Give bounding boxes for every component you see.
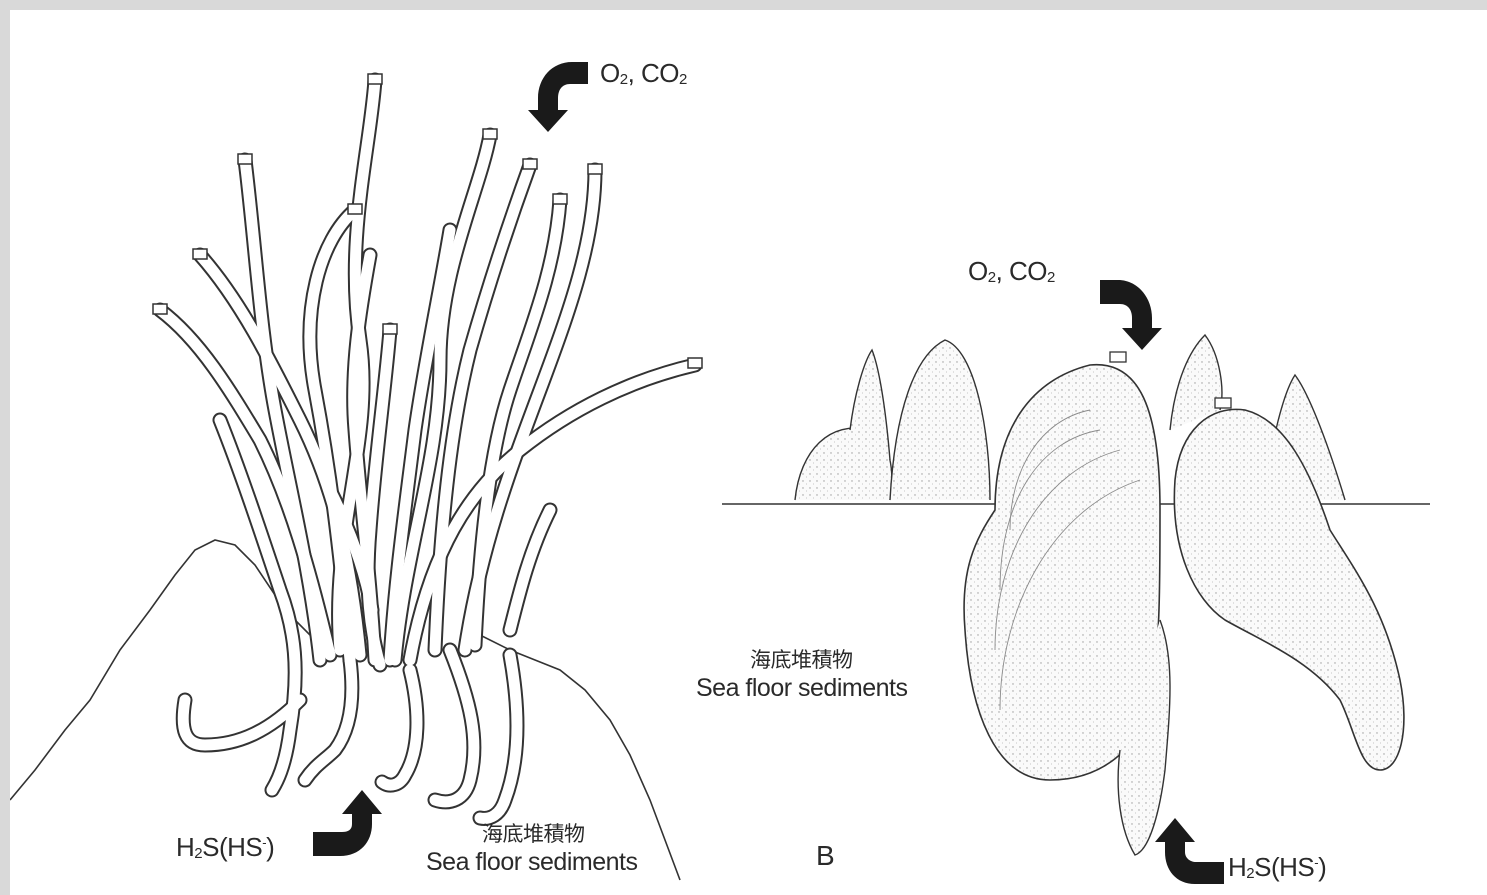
panel-a-sediment-zh: 海底堆積物 [482, 818, 585, 848]
panel-b-gas-in-label: O2, CO2 [968, 256, 1055, 287]
panel-a-gas-out-label: H2S(HS-) [176, 832, 274, 863]
clam-small-3 [890, 340, 990, 500]
clam-large-right [1174, 409, 1404, 770]
figure-frame: O2, CO2 H2S(HS-) 海底堆積物 Sea floor sedimen… [10, 10, 1487, 895]
panel-b-gas-in-arrow [1100, 280, 1162, 350]
panel-a-gas-out-arrow [313, 790, 382, 856]
panel-b-sediment-en: Sea floor sediments [696, 674, 907, 703]
tubeworm-tubes [160, 80, 695, 818]
panel-b-sediment-zh: 海底堆積物 [750, 644, 853, 674]
panel-b-letter: B [816, 840, 834, 872]
panel-a-drawing [10, 62, 702, 880]
panel-b-gas-out-arrow [1155, 818, 1224, 884]
panel-b-gas-out-label: H2S(HS-) [1228, 852, 1326, 883]
panel-a-sediment-en: Sea floor sediments [426, 848, 637, 877]
panel-a-gas-in-label: O2, CO2 [600, 58, 687, 89]
panel-b-drawing [722, 280, 1430, 884]
panel-a-gas-in-arrow [528, 62, 588, 132]
illustration [10, 10, 1487, 895]
